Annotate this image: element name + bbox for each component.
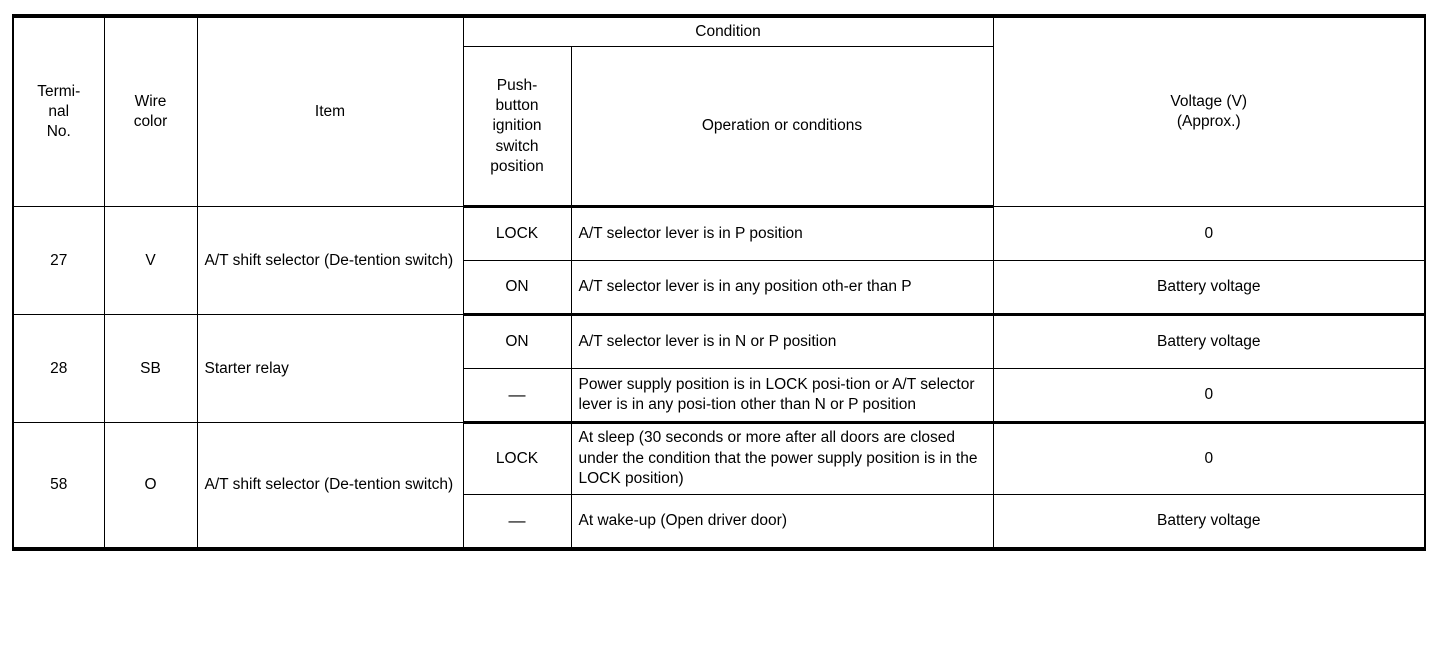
cell-wire-color: O <box>103 422 198 550</box>
cell-wire-color: SB <box>103 314 198 424</box>
header-voltage-line2: (Approx.) <box>1176 113 1241 131</box>
table-row: — At wake-up (Open driver door) Battery … <box>13 493 1426 550</box>
cell-switch-position: — <box>462 493 572 550</box>
cell-voltage: Battery voltage <box>992 493 1426 550</box>
table-body: 27 V A/T shift selector (De-tention swit… <box>12 206 1426 550</box>
cell-item: A/T shift selector (De-tention switch) <box>196 422 464 550</box>
table-row: 28 SB Starter relay ON A/T selector leve… <box>12 314 1426 424</box>
header-terminal-no-line2: nal <box>48 103 70 120</box>
header-voltage-line1: Voltage (V) <box>1170 92 1248 110</box>
cell-terminal-no: 27 <box>12 206 105 316</box>
header-push-line3: ignition <box>492 117 542 135</box>
cell-item: Starter relay <box>196 314 464 424</box>
cell-operation: At sleep (30 seconds or more after all d… <box>570 422 994 495</box>
header-terminal-no-line1: Termi- <box>37 82 81 100</box>
cell-switch-position: LOCK <box>462 422 572 495</box>
table-header: Termi- nal No. Wire color Item Condition… <box>12 15 1426 209</box>
header-item: Item <box>196 15 464 208</box>
header-push-line4: switch <box>495 137 539 155</box>
cell-voltage: Battery voltage <box>992 260 1426 317</box>
cell-item: A/T shift selector (De-tention switch) <box>196 206 464 316</box>
cell-operation: A/T selector lever is in P position <box>570 206 994 262</box>
cell-voltage: Battery voltage <box>992 314 1426 370</box>
header-push-button-ignition-switch-position: Push- button ignition switch position <box>462 46 572 209</box>
header-push-line1: Push- <box>496 77 538 95</box>
cell-terminal-no: 58 <box>12 422 105 550</box>
cell-operation: Power supply position is in LOCK posi-ti… <box>570 368 994 425</box>
table-row: 58 O A/T shift selector (De-tention swit… <box>12 422 1426 550</box>
cell-operation: At wake-up (Open driver door) <box>570 493 994 550</box>
header-terminal-no-line3: No. <box>46 123 71 141</box>
header-wire-color: Wire color <box>103 15 198 208</box>
header-wire-color-line1: Wire <box>134 92 167 110</box>
cell-wire-color: V <box>103 206 198 316</box>
cell-voltage: 0 <box>992 368 1426 425</box>
header-wire-color-line2: color <box>133 113 168 131</box>
header-row-top: Termi- nal No. Wire color Item Condition… <box>12 15 1426 208</box>
table-row: 27 V A/T shift selector (De-tention swit… <box>12 206 1426 316</box>
cell-voltage: 0 <box>992 422 1426 495</box>
header-row-sub: Push- button ignition switch position Op… <box>13 46 1425 209</box>
cell-switch-position: ON <box>462 314 572 370</box>
cell-operation: A/T selector lever is in N or P position <box>570 314 994 370</box>
header-voltage: Voltage (V) (Approx.) <box>992 15 1426 208</box>
cell-switch-position: — <box>462 368 572 425</box>
table-row: ON A/T selector lever is in any position… <box>13 260 1426 317</box>
cell-operation: A/T selector lever is in any position ot… <box>570 260 994 317</box>
header-push-line2: button <box>495 97 539 115</box>
cell-switch-position: ON <box>462 260 572 317</box>
cell-switch-position: LOCK <box>462 206 572 262</box>
table-row: — Power supply position is in LOCK posi-… <box>13 368 1426 425</box>
header-terminal-no: Termi- nal No. <box>12 15 105 208</box>
header-push-line5: position <box>490 157 544 175</box>
header-condition: Condition <box>462 15 994 48</box>
cell-voltage: 0 <box>992 206 1426 262</box>
cell-terminal-no: 28 <box>12 314 105 424</box>
terminal-voltage-table: Termi- nal No. Wire color Item Condition… <box>12 14 1426 551</box>
header-operation-or-conditions: Operation or conditions <box>570 46 994 209</box>
